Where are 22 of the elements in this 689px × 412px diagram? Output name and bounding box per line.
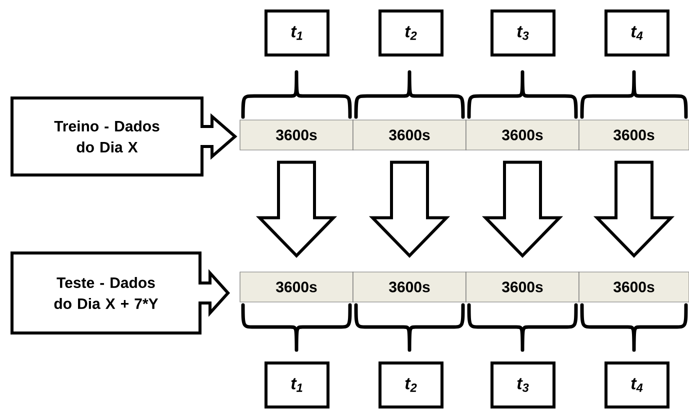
time-cell: 3600s <box>578 272 689 302</box>
time-cell: 3600s <box>240 120 354 150</box>
time-cell: 3600s <box>352 120 466 150</box>
block-arrow <box>256 160 338 258</box>
time-cell: 3600s <box>578 120 689 150</box>
block-arrow <box>368 160 450 258</box>
time-cell: 3600s <box>352 272 466 302</box>
time-cell: 3600s <box>466 120 580 150</box>
time-box: t$_{4}$ <box>604 362 670 408</box>
time-box: t$_{2}$ <box>378 362 444 408</box>
time-cell: 3600s <box>466 272 580 302</box>
block-arrow <box>593 160 675 258</box>
time-box: t$_{2}$ <box>378 10 444 56</box>
time-box: t$_{3}$ <box>490 10 556 56</box>
arrow-callout-box: Teste - Dados do Dia X + 7*Y <box>10 252 230 334</box>
arrow-callout-box: Treino - Dados do Dia X <box>10 96 238 176</box>
block-arrow <box>482 160 564 258</box>
time-box: t$_{4}$ <box>604 10 670 56</box>
time-box: t$_{3}$ <box>490 362 556 408</box>
time-box: t$_{1}$ <box>264 362 330 408</box>
time-cell: 3600s <box>240 272 354 302</box>
time-box: t$_{1}$ <box>264 10 330 56</box>
